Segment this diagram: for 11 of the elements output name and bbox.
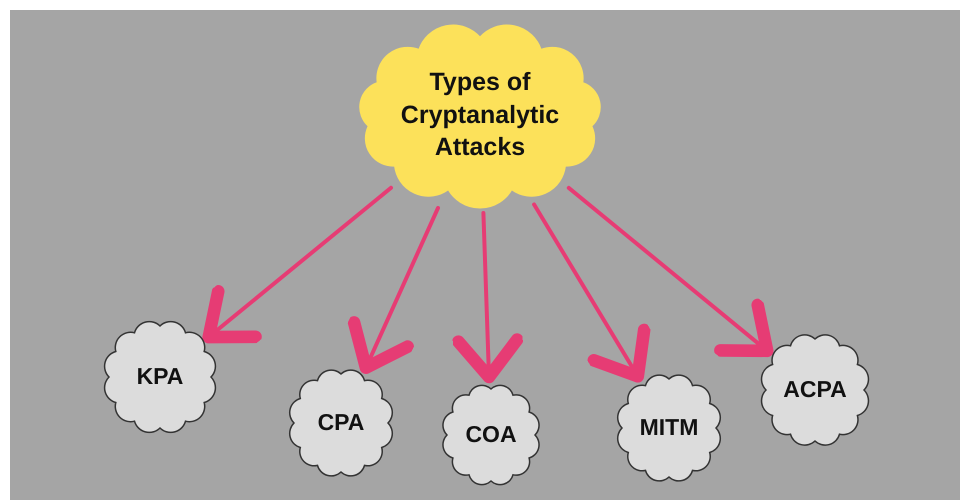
arrow [202,186,393,344]
arrow [452,211,524,384]
node-label: MITM [638,413,700,442]
arrow [532,202,650,383]
arrow [348,206,440,374]
node-label: KPA [136,362,184,392]
arrow [566,186,774,358]
node-label: Types of Cryptanalytic Attacks [400,67,560,164]
node-label: ACPA [782,375,848,404]
node-label: CPA [316,408,366,438]
node-label: COA [464,420,518,450]
